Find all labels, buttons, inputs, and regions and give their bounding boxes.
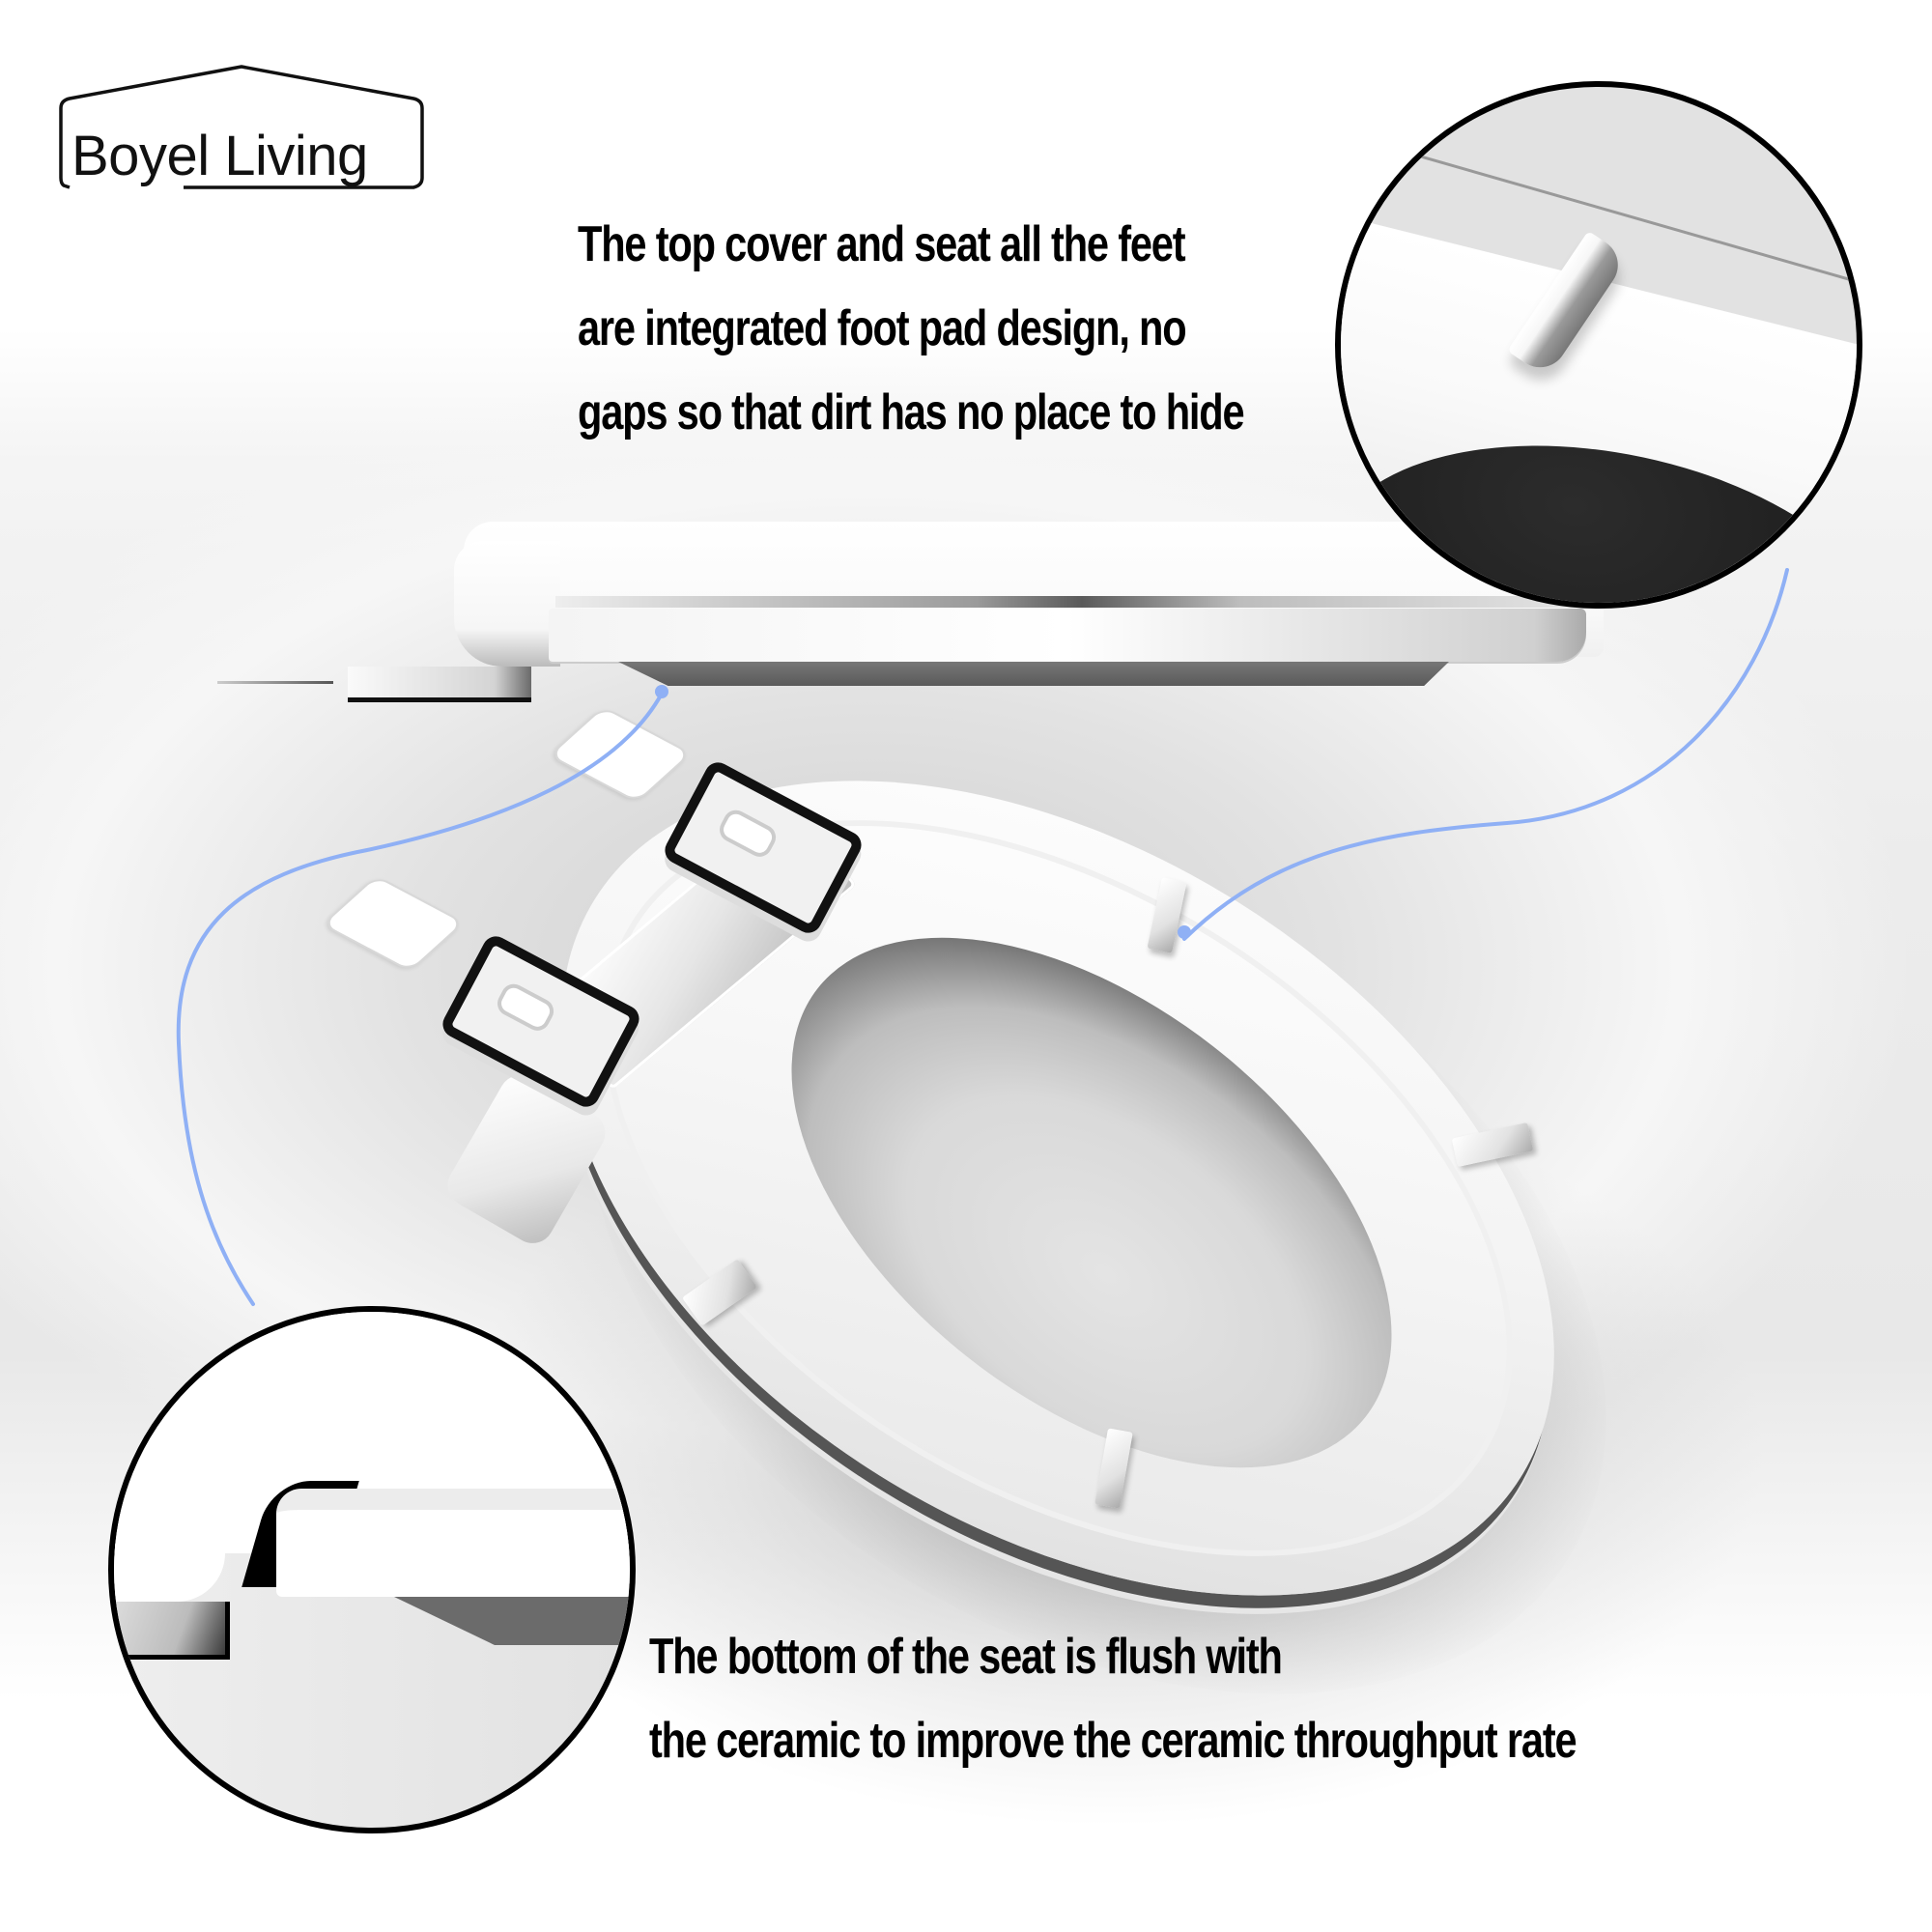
foot-pad-detail-callout [1335,81,1862,609]
hinge-mount-pad [321,874,466,973]
caption-line: the ceramic to improve the ceramic throu… [649,1713,1577,1769]
brand-name: Boyel Living [71,125,368,187]
top-caption: The top cover and seat all the feet are … [578,203,1410,455]
hinge-mount-pad [548,705,693,804]
hinge-ledge-closeup [114,1544,225,1602]
hinge-base-side [348,667,531,702]
caption-line: gaps so that dirt has no place to hide [578,384,1245,440]
brand-logo: Boyel Living [58,64,425,189]
hinge-block-side [454,541,560,667]
house-outline-icon [59,65,424,189]
caption-line: The top cover and seat all the feet [578,216,1186,272]
seat-underside-closeup [394,1597,630,1645]
bolt-hole [715,806,781,862]
bottom-caption: The bottom of the seat is flush with the… [649,1615,1807,1783]
seat-underside [618,662,1449,686]
seat-side-view [549,609,1586,662]
hinge-edge [217,681,333,684]
caption-line: are integrated foot pad design, no [578,300,1187,356]
flush-bottom-detail-callout [108,1306,636,1833]
ceramic-edge-closeup [114,1602,230,1660]
seat-profile-closeup [276,1489,630,1597]
caption-line: The bottom of the seat is flush with [649,1629,1283,1685]
bolt-hole [493,980,558,1036]
